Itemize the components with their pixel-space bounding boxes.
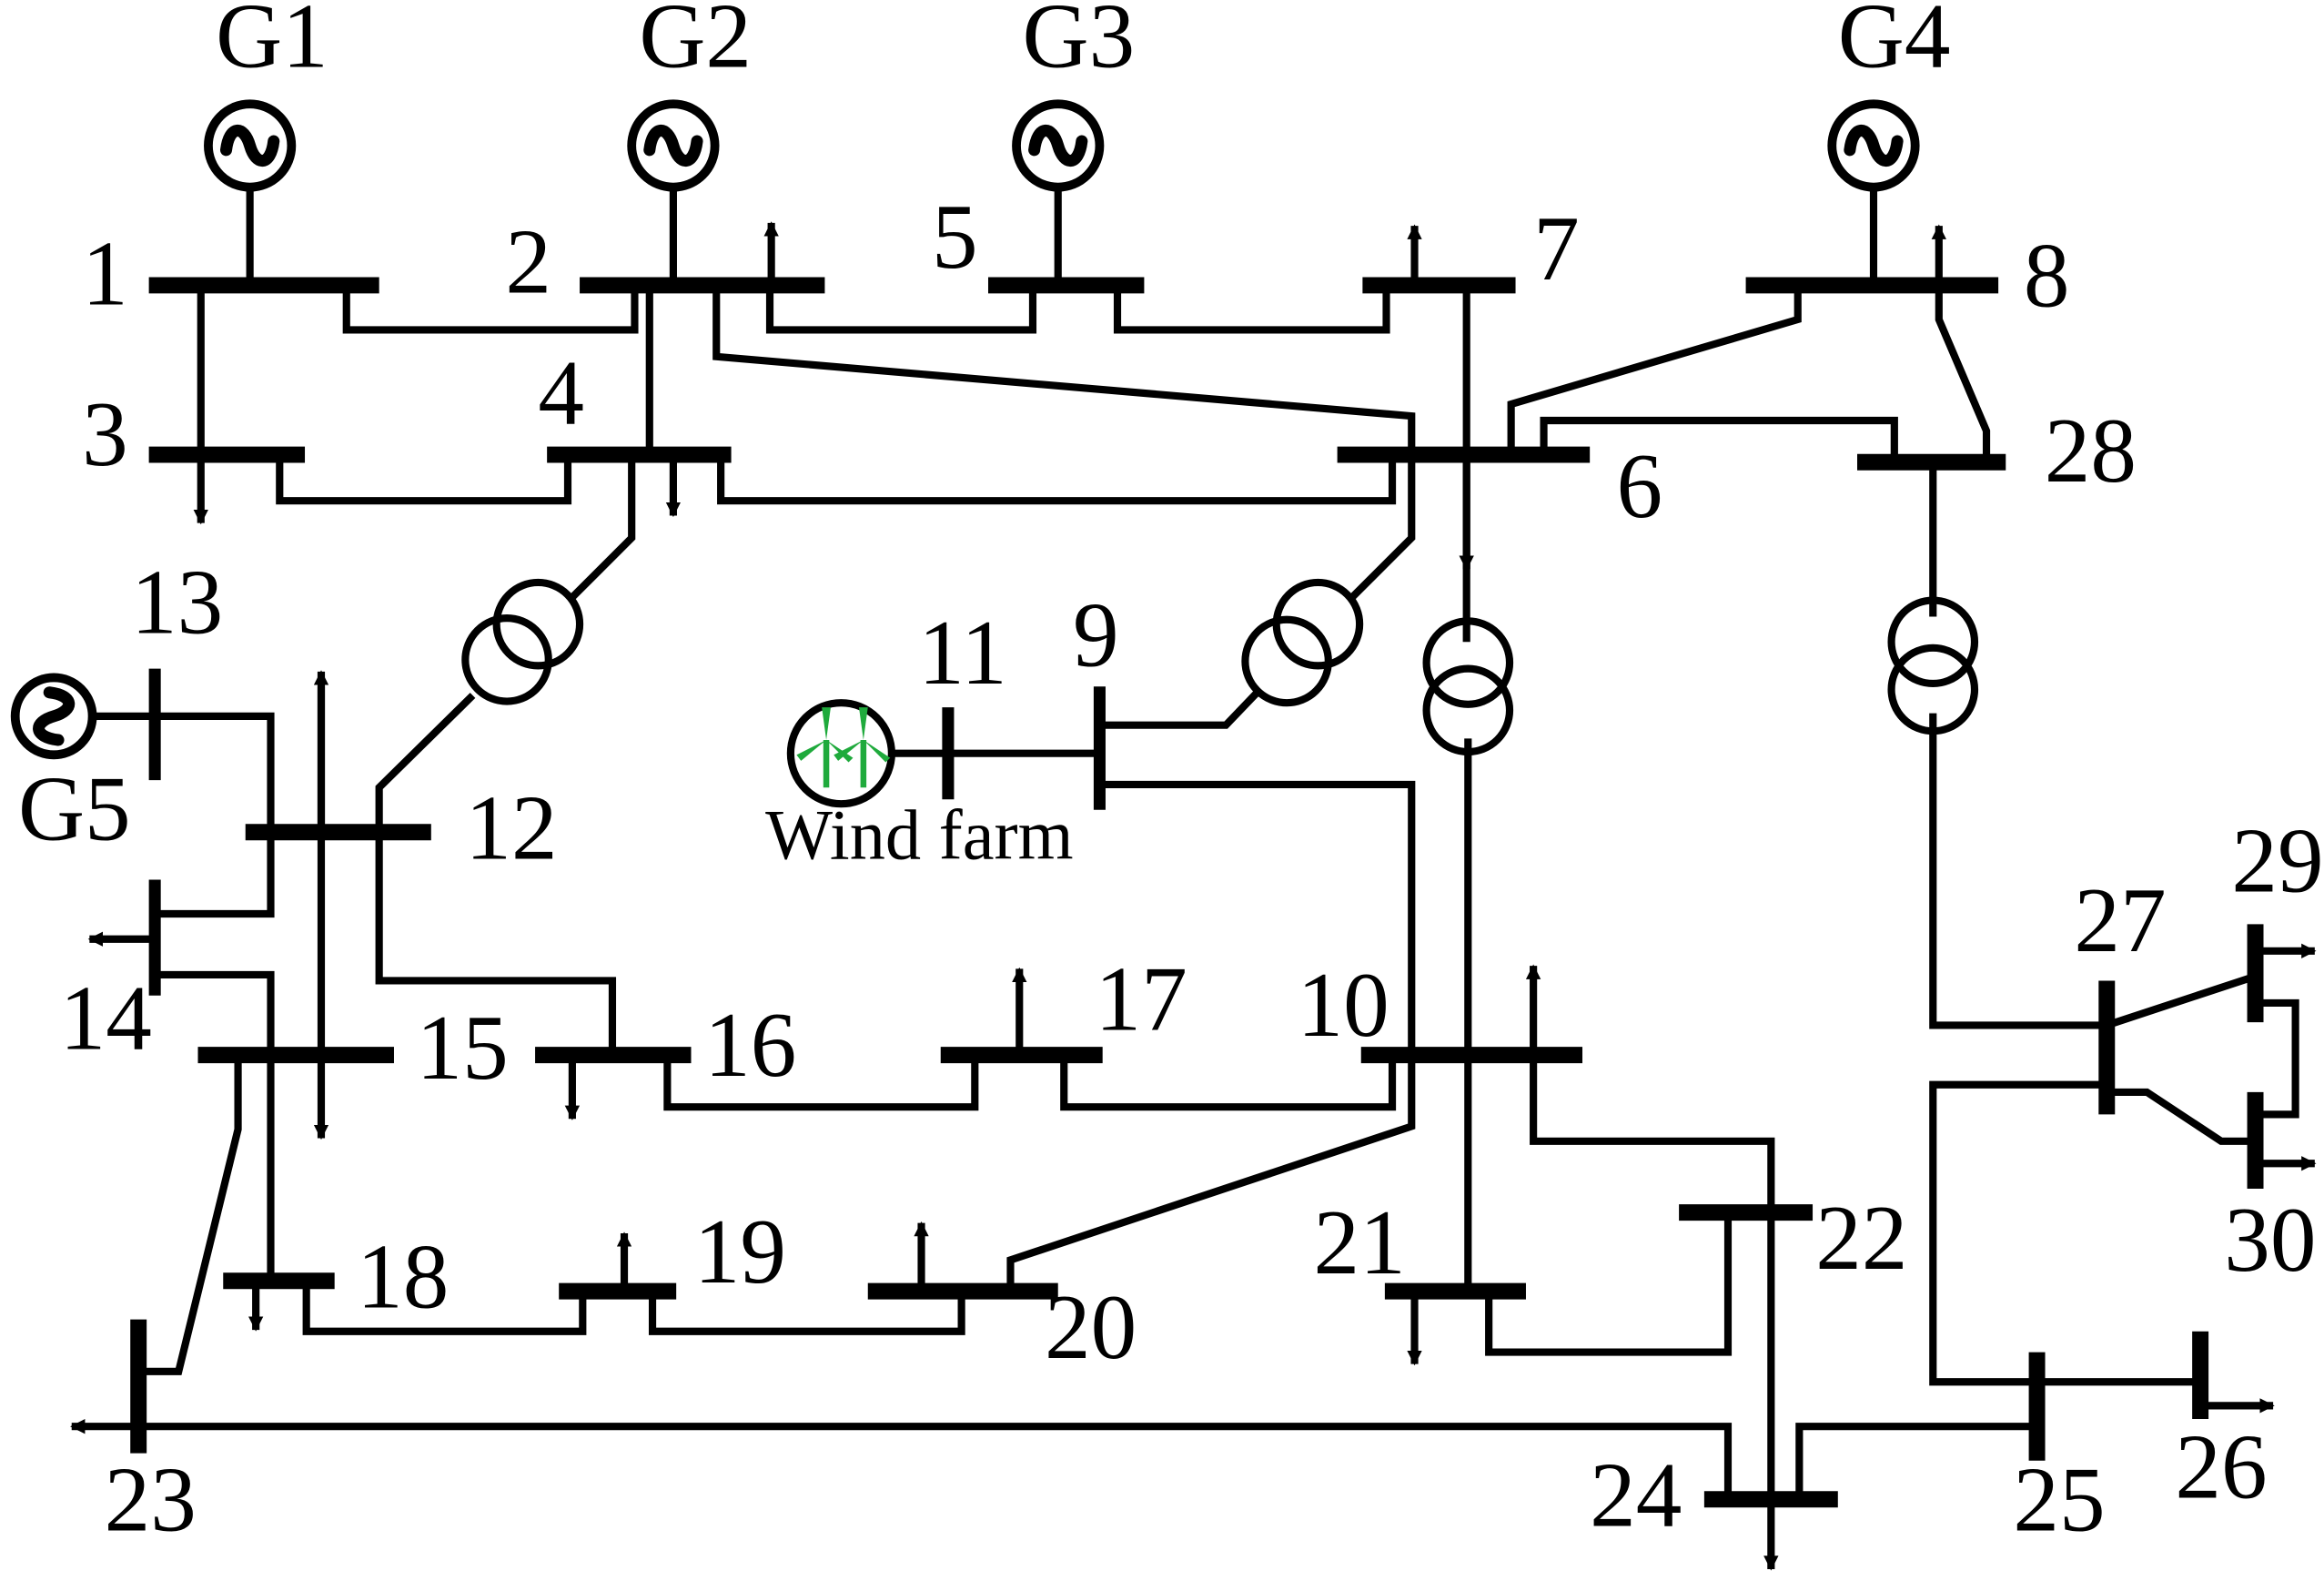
generator-g3: G3 bbox=[1012, 0, 1136, 286]
bus-label-1: 1 bbox=[82, 223, 128, 325]
bus-label-12: 12 bbox=[465, 777, 557, 879]
two-winding-transformer-icon bbox=[492, 578, 584, 670]
transformer-6-10 bbox=[1422, 617, 1514, 756]
bus-label-29: 29 bbox=[2231, 810, 2323, 912]
bus-label-6: 6 bbox=[1617, 435, 1663, 537]
wind-farm-label: Wind farm bbox=[765, 796, 1073, 875]
bus-labels: 1 2 3 4 5 6 7 8 9 10 11 12 13 14 15 16 1… bbox=[60, 186, 2324, 1551]
generator-g4: G4 bbox=[1827, 0, 1951, 286]
generator-g1: G1 bbox=[204, 0, 328, 286]
bus-label-13: 13 bbox=[131, 551, 223, 653]
bus-label-24: 24 bbox=[1590, 1444, 1682, 1546]
bus-label-5: 5 bbox=[932, 186, 978, 288]
transmission-lines bbox=[138, 285, 2299, 1500]
bus-label-4: 4 bbox=[538, 341, 584, 443]
bus-label-30: 30 bbox=[2224, 1189, 2316, 1291]
bus-label-11: 11 bbox=[918, 602, 1006, 704]
g2-label: G2 bbox=[639, 0, 752, 86]
bus-label-22: 22 bbox=[1815, 1187, 1907, 1289]
transformer-6-9 bbox=[1241, 578, 1364, 707]
bus-label-2: 2 bbox=[505, 211, 551, 313]
bus-label-21: 21 bbox=[1314, 1191, 1406, 1293]
bus-label-14: 14 bbox=[60, 968, 152, 1069]
bus-label-26: 26 bbox=[2175, 1416, 2267, 1518]
bus-bars bbox=[130, 277, 2264, 1508]
bus-label-8: 8 bbox=[2024, 224, 2070, 326]
bus-label-18: 18 bbox=[357, 1226, 449, 1328]
bus-label-19: 19 bbox=[694, 1201, 786, 1302]
bus-label-17: 17 bbox=[1096, 948, 1187, 1049]
transformer-28-27 bbox=[1887, 596, 1979, 735]
bus-label-16: 16 bbox=[704, 994, 796, 1096]
g5-label: G5 bbox=[18, 757, 131, 859]
bus-label-15: 15 bbox=[416, 997, 508, 1099]
bus-label-25: 25 bbox=[2013, 1448, 2105, 1550]
bus-label-10: 10 bbox=[1298, 954, 1389, 1056]
g3-label: G3 bbox=[1023, 0, 1136, 86]
bus-label-20: 20 bbox=[1045, 1276, 1137, 1378]
bus-label-9: 9 bbox=[1073, 583, 1119, 685]
transformer-4-12 bbox=[461, 578, 584, 705]
bus-label-23: 23 bbox=[105, 1448, 197, 1550]
generator-g2: G2 bbox=[627, 0, 752, 286]
g1-label: G1 bbox=[216, 0, 328, 86]
generator-g5: G5 bbox=[10, 673, 156, 859]
loads bbox=[70, 221, 2317, 1571]
wind-farm: Wind farm bbox=[765, 699, 1074, 875]
bus-label-3: 3 bbox=[82, 383, 128, 485]
bus-label-28: 28 bbox=[2045, 400, 2137, 502]
two-winding-transformer-icon bbox=[1887, 596, 1979, 688]
two-winding-transformer-icon bbox=[1272, 578, 1364, 670]
g4-label: G4 bbox=[1838, 0, 1951, 86]
bus-label-27: 27 bbox=[2074, 869, 2166, 971]
two-winding-transformer-icon bbox=[1422, 617, 1514, 708]
bus-label-7: 7 bbox=[1533, 198, 1580, 299]
